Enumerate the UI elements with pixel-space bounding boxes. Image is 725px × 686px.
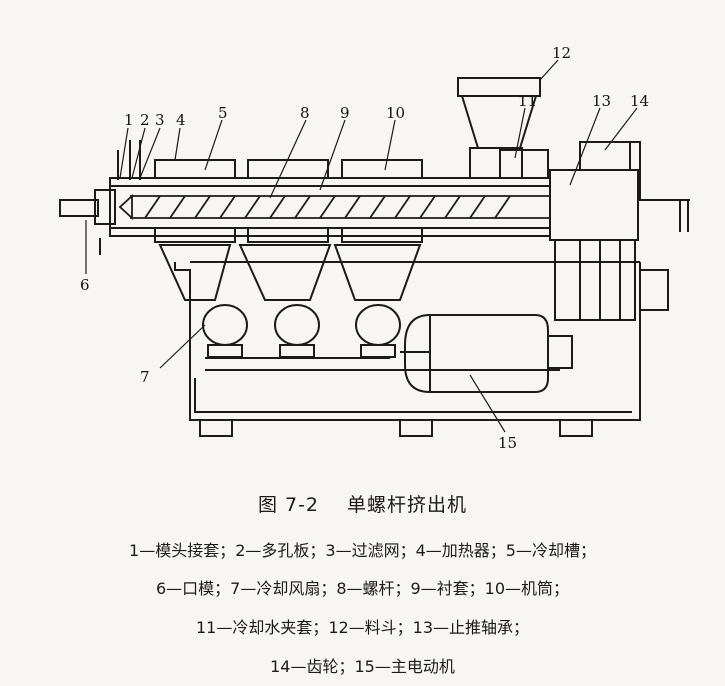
cooling-fan-2 bbox=[274, 304, 320, 358]
cooling-fan-1 bbox=[202, 304, 248, 358]
part-label-2: 2 bbox=[140, 111, 150, 129]
figure-caption: 图 7-2 单螺杆挤出机 bbox=[0, 490, 725, 517]
part-number-labels: 1 2 3 4 5 6 7 8 9 10 11 12 13 14 15 bbox=[80, 44, 649, 452]
legend-line: 6—口模；7—冷却风扇；8—螺杆；9—衬套；10—机筒； bbox=[155, 579, 570, 598]
part-label-8: 8 bbox=[300, 104, 310, 122]
extruder-diagram: 1 2 3 4 5 6 7 8 9 10 11 12 13 14 15 bbox=[59, 44, 690, 452]
main-motor bbox=[400, 314, 573, 393]
cooling-fan-3 bbox=[355, 304, 401, 358]
part-label-12: 12 bbox=[552, 44, 571, 62]
part-label-1: 1 bbox=[124, 111, 134, 129]
part-label-5: 5 bbox=[218, 104, 228, 122]
part-label-13: 13 bbox=[592, 92, 611, 110]
part-label-6: 6 bbox=[80, 276, 90, 294]
part-label-9: 9 bbox=[340, 104, 350, 122]
gear-box bbox=[549, 141, 690, 321]
water-jacket bbox=[499, 149, 549, 179]
screw bbox=[118, 193, 550, 221]
extruder-drawing: 1 2 3 4 5 6 7 8 9 10 11 12 13 14 15 bbox=[59, 44, 690, 452]
machine-base bbox=[174, 261, 641, 437]
part-label-7: 7 bbox=[140, 368, 150, 386]
part-label-11: 11 bbox=[518, 92, 537, 110]
legend-line: 14—齿轮；15—主电动机 bbox=[270, 657, 455, 676]
die-head bbox=[59, 140, 141, 255]
hopper bbox=[457, 77, 541, 179]
fan-ducts bbox=[158, 244, 422, 301]
leader-lines bbox=[85, 59, 638, 433]
legend-line: 11—冷却水夹套；12—料斗；13—止推轴承； bbox=[195, 618, 530, 637]
legend-line: 1—模头接套；2—多孔板；3—过滤网；4—加热器；5—冷却槽； bbox=[129, 541, 596, 560]
part-label-14: 14 bbox=[630, 92, 649, 110]
part-label-3: 3 bbox=[155, 111, 165, 129]
part-label-4: 4 bbox=[176, 111, 186, 129]
part-label-15: 15 bbox=[498, 434, 517, 452]
figure-number: 图 7-2 bbox=[257, 494, 320, 516]
figure-title: 单螺杆挤出机 bbox=[347, 494, 468, 516]
part-label-10: 10 bbox=[386, 104, 405, 122]
